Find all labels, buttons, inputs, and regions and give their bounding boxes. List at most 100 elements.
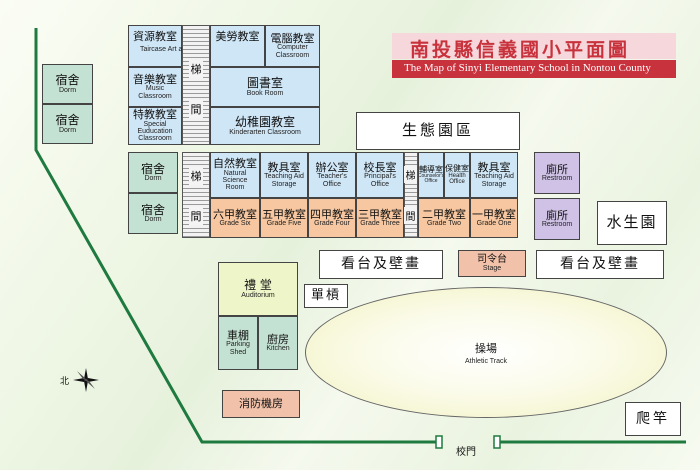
grade-two-classroom: 二甲教室 Grade Two [418,198,470,238]
gate-post-right [493,435,501,449]
staircase-north [182,25,210,145]
restroom-2-zh: 廁所 [546,208,568,222]
dorm-left-1-en: Dorm [58,86,77,94]
stair-west-ti: 梯 [189,167,203,185]
stair-north-jian: 間 [189,100,203,118]
stands-mural-right: 看台及壁畫 [536,250,664,279]
grade2-en: Grade Two [426,220,462,228]
music-classroom: 音樂教室 Music Classroom [128,67,182,107]
office-en: Teacher's Office [317,173,347,188]
bars-zh: 單槓 [310,288,341,304]
stair-east-jian: 間 [404,207,417,224]
grade4-en: Grade Four [314,220,350,228]
compass-rose-icon [73,368,99,392]
dorm-left-2-en: Dorm [58,126,77,134]
stage: 司令台 Stage [458,250,526,277]
school-gate-label: 校門 [456,447,476,458]
library-en: Book Room [246,89,284,97]
restroom-1-zh: 廁所 [546,162,568,176]
grade4-zh: 四甲教室 [310,207,354,221]
auditorium-zh: 禮 堂 [244,278,272,293]
principal-en: Principal's Office [364,173,396,188]
teaching-aid-storage-left: 教具室 Teaching Aid Storage [260,152,308,198]
art-classroom: 美勞教室 [210,25,265,67]
science-zh: 自然教室 [213,157,257,171]
dorm-left-1-zh: 宿舍 [55,73,80,88]
health-zh: 保健室 [445,163,469,173]
grade2-zh: 二甲教室 [422,207,466,221]
grade-three-classroom: 三甲教室 Grade Three [356,198,404,238]
grade3-zh: 三甲教室 [358,207,402,221]
office-zh: 辦公室 [315,160,349,174]
resource-zh: 資源教室 [133,30,177,43]
music-zh: 音樂教室 [133,72,177,86]
parking-zh: 車棚 [227,328,249,342]
special-en: Special Euducation Classroom [137,120,173,143]
kinder-en: Kinderarten Classroom [229,128,301,136]
restroom-1-en: Restroom [541,175,573,183]
pond-zh: 水生園 [606,213,658,232]
grade5-zh: 五甲教室 [262,207,306,221]
staircase-west [182,152,210,238]
stands-mural-left: 看台及壁畫 [319,250,443,279]
climbing-pole: 爬竿 [625,402,681,436]
auditorium-en: Auditorium [241,291,275,299]
storage-left-en: Teaching Aid Storage [264,173,304,188]
title-en: The Map of Sinyi Elementary School in No… [404,62,651,74]
storage-right-zh: 教具室 [477,160,511,174]
kindergarten-classroom: 幼稚園教室 Kinderarten Classroom [210,107,320,145]
health-en: Health Office [448,172,466,186]
teaching-aid-storage-right: 教具室 Teaching Aid Storage [470,152,518,198]
title-zh: 南投縣信義國小平面圖 [410,39,631,61]
grade1-zh: 一甲教室 [472,207,516,221]
stair-north-ti: 梯 [189,60,203,78]
ecology-zh: 生態園區 [401,121,474,140]
kinder-zh: 幼稚園教室 [234,115,295,130]
kitchen-en: Kitchen [266,345,290,353]
dorm-mid-2-en: Dorm [144,216,162,224]
special-zh: 特教教室 [133,108,177,122]
parking-shed: 車棚 Parking Shed [218,316,258,370]
kitchen-zh: 廚房 [267,332,289,346]
athletic-track: 操場 Athletic Track [305,287,667,418]
grade-five-classroom: 五甲教室 Grade Five [260,198,308,238]
library-zh: 圖書室 [246,76,283,91]
stage-en: Stage [482,265,502,273]
ecology-park: 生態園區 [356,112,520,150]
grade6-zh: 六甲教室 [213,207,257,221]
kitchen: 廚房 Kitchen [258,316,298,370]
track-en: Athletic Track [464,357,507,365]
library: 圖書室 Book Room [210,67,320,107]
dorm-mid-2-zh: 宿舍 [140,202,165,217]
special-ed-classroom: 特教教室 Special Euducation Classroom [128,107,182,145]
title-banner: 南投縣信義國小平面圖 The Map of Sinyi Elementary S… [392,31,676,79]
computer-zh: 電腦教室 [270,31,315,45]
stands-left-zh: 看台及壁畫 [341,256,421,273]
grade6-en: Grade Six [219,220,251,228]
computer-classroom: 電腦教室 Computer Classroom [265,25,320,67]
resource-classroom: 資源教室 [128,25,182,67]
grade1-en: Grade One [476,220,512,228]
computer-en: Computer Classroom [275,44,310,59]
fire-equipment-room: 消防機房 [222,390,300,418]
health-office: 保健室 Health Office [444,152,470,198]
restroom-north: 廁所 Restroom [534,152,580,194]
dorm-left-2: 宿舍 Dorm [42,104,93,144]
art-zh: 美勞教室 [215,30,260,43]
counselors-office: 輔導室 Counselor's Office [418,152,444,198]
dorm-mid-1: 宿舍 Dorm [128,152,178,193]
aquatic-garden: 水生園 [597,201,667,245]
north-compass: 北 [60,367,100,393]
principals-office: 校長室 Principal's Office [356,152,404,198]
horizontal-bars: 單槓 [304,284,348,308]
science-room: 自然教室 Natural Science Room [210,152,260,198]
grade-six-classroom: 六甲教室 Grade Six [210,198,260,238]
storage-left-zh: 教具室 [267,160,301,174]
parking-en: Parking Shed [226,341,250,356]
principal-zh: 校長室 [363,160,397,174]
track-zh: 操場 [475,341,497,355]
stair-west-jian: 間 [189,207,203,225]
storage-right-en: Teaching Aid Storage [474,173,514,188]
grade-four-classroom: 四甲教室 Grade Four [308,198,356,238]
